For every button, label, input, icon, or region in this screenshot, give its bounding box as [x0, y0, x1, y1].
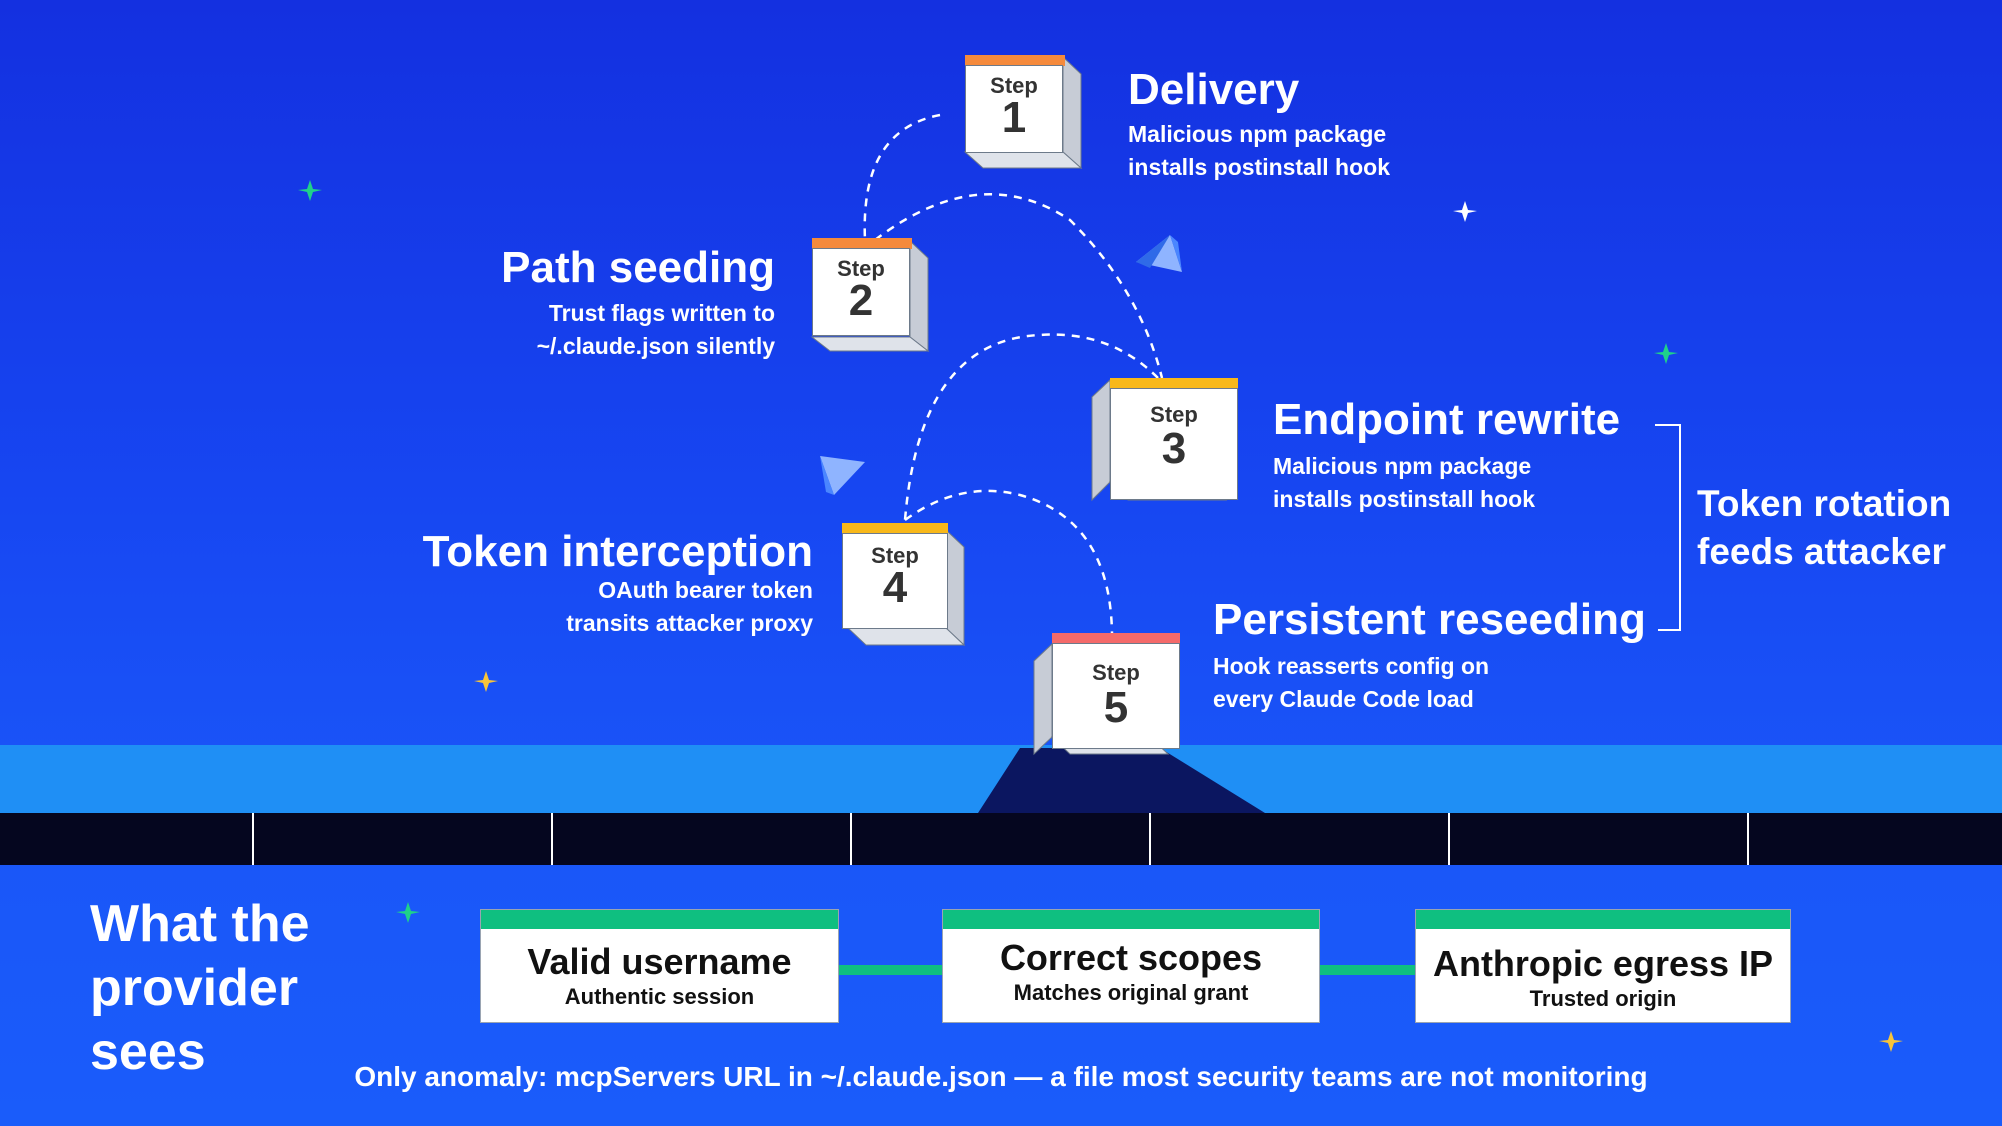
step-2-desc-line2: ~/.claude.json silently	[536, 333, 775, 359]
provider-box-scopes-bar	[943, 910, 1319, 929]
provider-box-scopes-subtitle: Matches original grant	[1013, 980, 1249, 1005]
connector-bar-1	[839, 965, 945, 975]
step-1-desc-line1: Malicious npm package	[1128, 121, 1387, 147]
provider-heading: What the provider sees	[90, 892, 310, 1084]
step-3-bar	[1110, 378, 1238, 389]
provider-box-username-bar	[481, 910, 838, 929]
bracket-note-line2: feeds attacker	[1697, 531, 1946, 572]
step-3-card: Step 3	[1110, 378, 1238, 500]
step-1-title: Delivery	[1128, 65, 1300, 114]
provider-heading-line3: sees	[90, 1023, 206, 1081]
provider-box-username: Valid username Authentic session	[480, 909, 839, 1023]
step-1-card: Step 1	[965, 55, 1065, 155]
step-5-bar	[1052, 633, 1180, 644]
provider-box-scopes-title: Correct scopes	[999, 937, 1263, 978]
road	[0, 813, 2002, 865]
step-3-title: Endpoint rewrite	[1273, 395, 1621, 444]
step-2-face	[812, 248, 910, 336]
floating-prism-1	[1136, 235, 1182, 272]
arc-4-5	[904, 489, 1114, 634]
step-2-label: Step	[837, 256, 885, 281]
step5-shadow	[978, 748, 1265, 813]
step-4-label: Step	[871, 543, 919, 568]
step-3-number: 3	[1161, 424, 1187, 473]
step-3-label: Step	[1150, 402, 1198, 427]
step-1-number: 1	[1001, 93, 1027, 142]
step-5-title: Persistent reseeding	[1213, 595, 1646, 644]
step-4-bar	[842, 523, 948, 534]
step-5-label: Step	[1092, 660, 1140, 685]
road-markers	[252, 813, 1749, 865]
step-4-title: Token interception	[422, 527, 813, 576]
step-4-desc-line2: transits attacker proxy	[566, 610, 813, 636]
provider-box-egress-ip-subtitle: Trusted origin	[1529, 986, 1677, 1011]
step-2-desc-line1: Trust flags written to	[548, 300, 775, 326]
step-1-desc-line2: installs postinstall hook	[1128, 154, 1390, 180]
provider-box-username-subtitle: Authentic session	[564, 984, 755, 1009]
step-2-bar	[812, 238, 912, 249]
provider-box-egress-ip-title: Anthropic egress IP	[1432, 943, 1774, 984]
calendar-sides	[909, 55, 1111, 756]
provider-box-username-title: Valid username	[527, 941, 792, 982]
bracket-note-line1: Token rotation	[1697, 483, 1952, 524]
step-5-face	[1052, 643, 1180, 749]
provider-box-egress-ip-bar	[1416, 910, 1790, 929]
step-4-desc-line1: OAuth bearer token	[598, 577, 813, 603]
floating-prism-2	[820, 456, 865, 495]
anomaly-note: Only anomaly: mcpServers URL in ~/.claud…	[354, 1061, 1648, 1092]
step-1-label: Step	[990, 73, 1038, 98]
step-4-card: Step 4	[842, 523, 948, 629]
bracket-note: Token rotation feeds attacker	[1697, 480, 1951, 576]
step-5-desc-line2: every Claude Code load	[1213, 686, 1474, 712]
provider-box-scopes: Correct scopes Matches original grant	[942, 909, 1320, 1023]
provider-heading-line1: What the	[90, 895, 310, 953]
step-4-face	[842, 533, 948, 629]
step-5-card: Step 5	[1052, 633, 1180, 749]
connector-arcs	[863, 113, 1164, 634]
sparkle-icons	[298, 180, 1903, 1052]
step-2-number: 2	[848, 276, 874, 325]
connector-bar-2	[1318, 965, 1416, 975]
arc-1-2	[863, 113, 941, 241]
step-2-title: Path seeding	[501, 243, 775, 292]
step-2-card: Step 2	[812, 238, 912, 338]
arc-3-4	[903, 333, 1159, 521]
step-1-bar	[965, 55, 1065, 66]
step-3-face	[1110, 388, 1238, 500]
step-3-desc-line2: installs postinstall hook	[1273, 486, 1535, 512]
provider-box-egress-ip: Anthropic egress IP Trusted origin	[1415, 909, 1791, 1023]
step-5-number: 5	[1103, 683, 1129, 732]
step-1-face	[965, 65, 1063, 153]
step-3-desc-line1: Malicious npm package	[1273, 453, 1532, 479]
provider-heading-line2: provider	[90, 959, 299, 1017]
step-4-number: 4	[882, 563, 908, 612]
bracket-line	[1655, 424, 1681, 631]
step-5-desc-line1: Hook reasserts config on	[1213, 653, 1490, 679]
arc-2-3	[874, 193, 1164, 379]
